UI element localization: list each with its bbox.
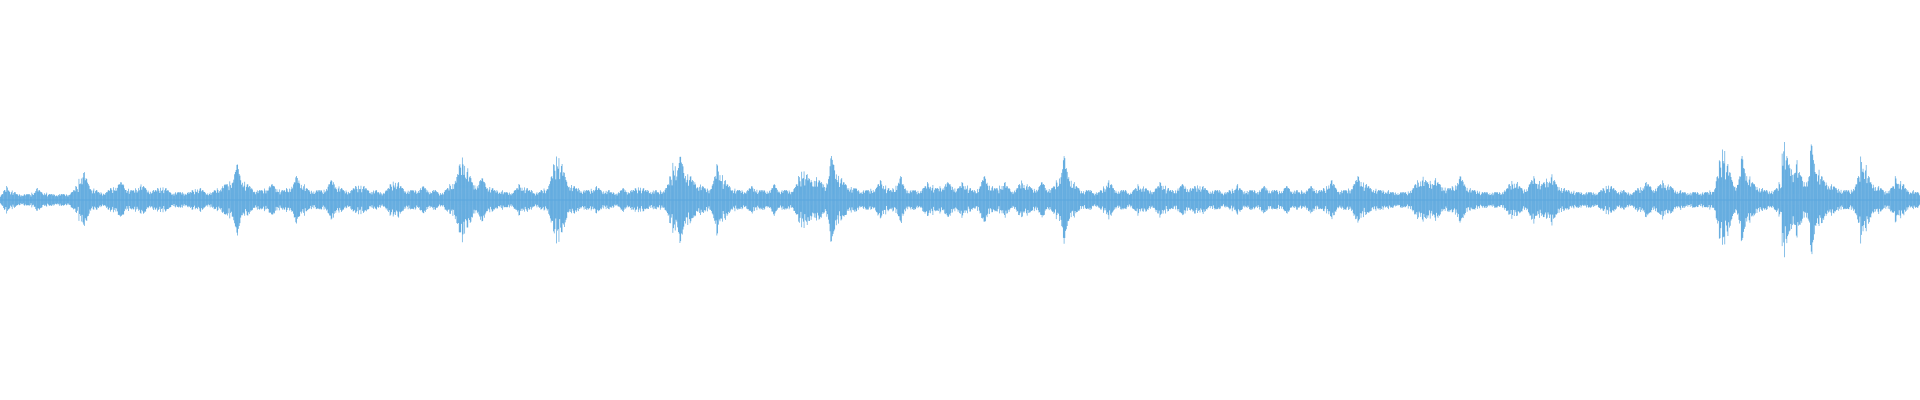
waveform-path (0, 141, 1920, 258)
